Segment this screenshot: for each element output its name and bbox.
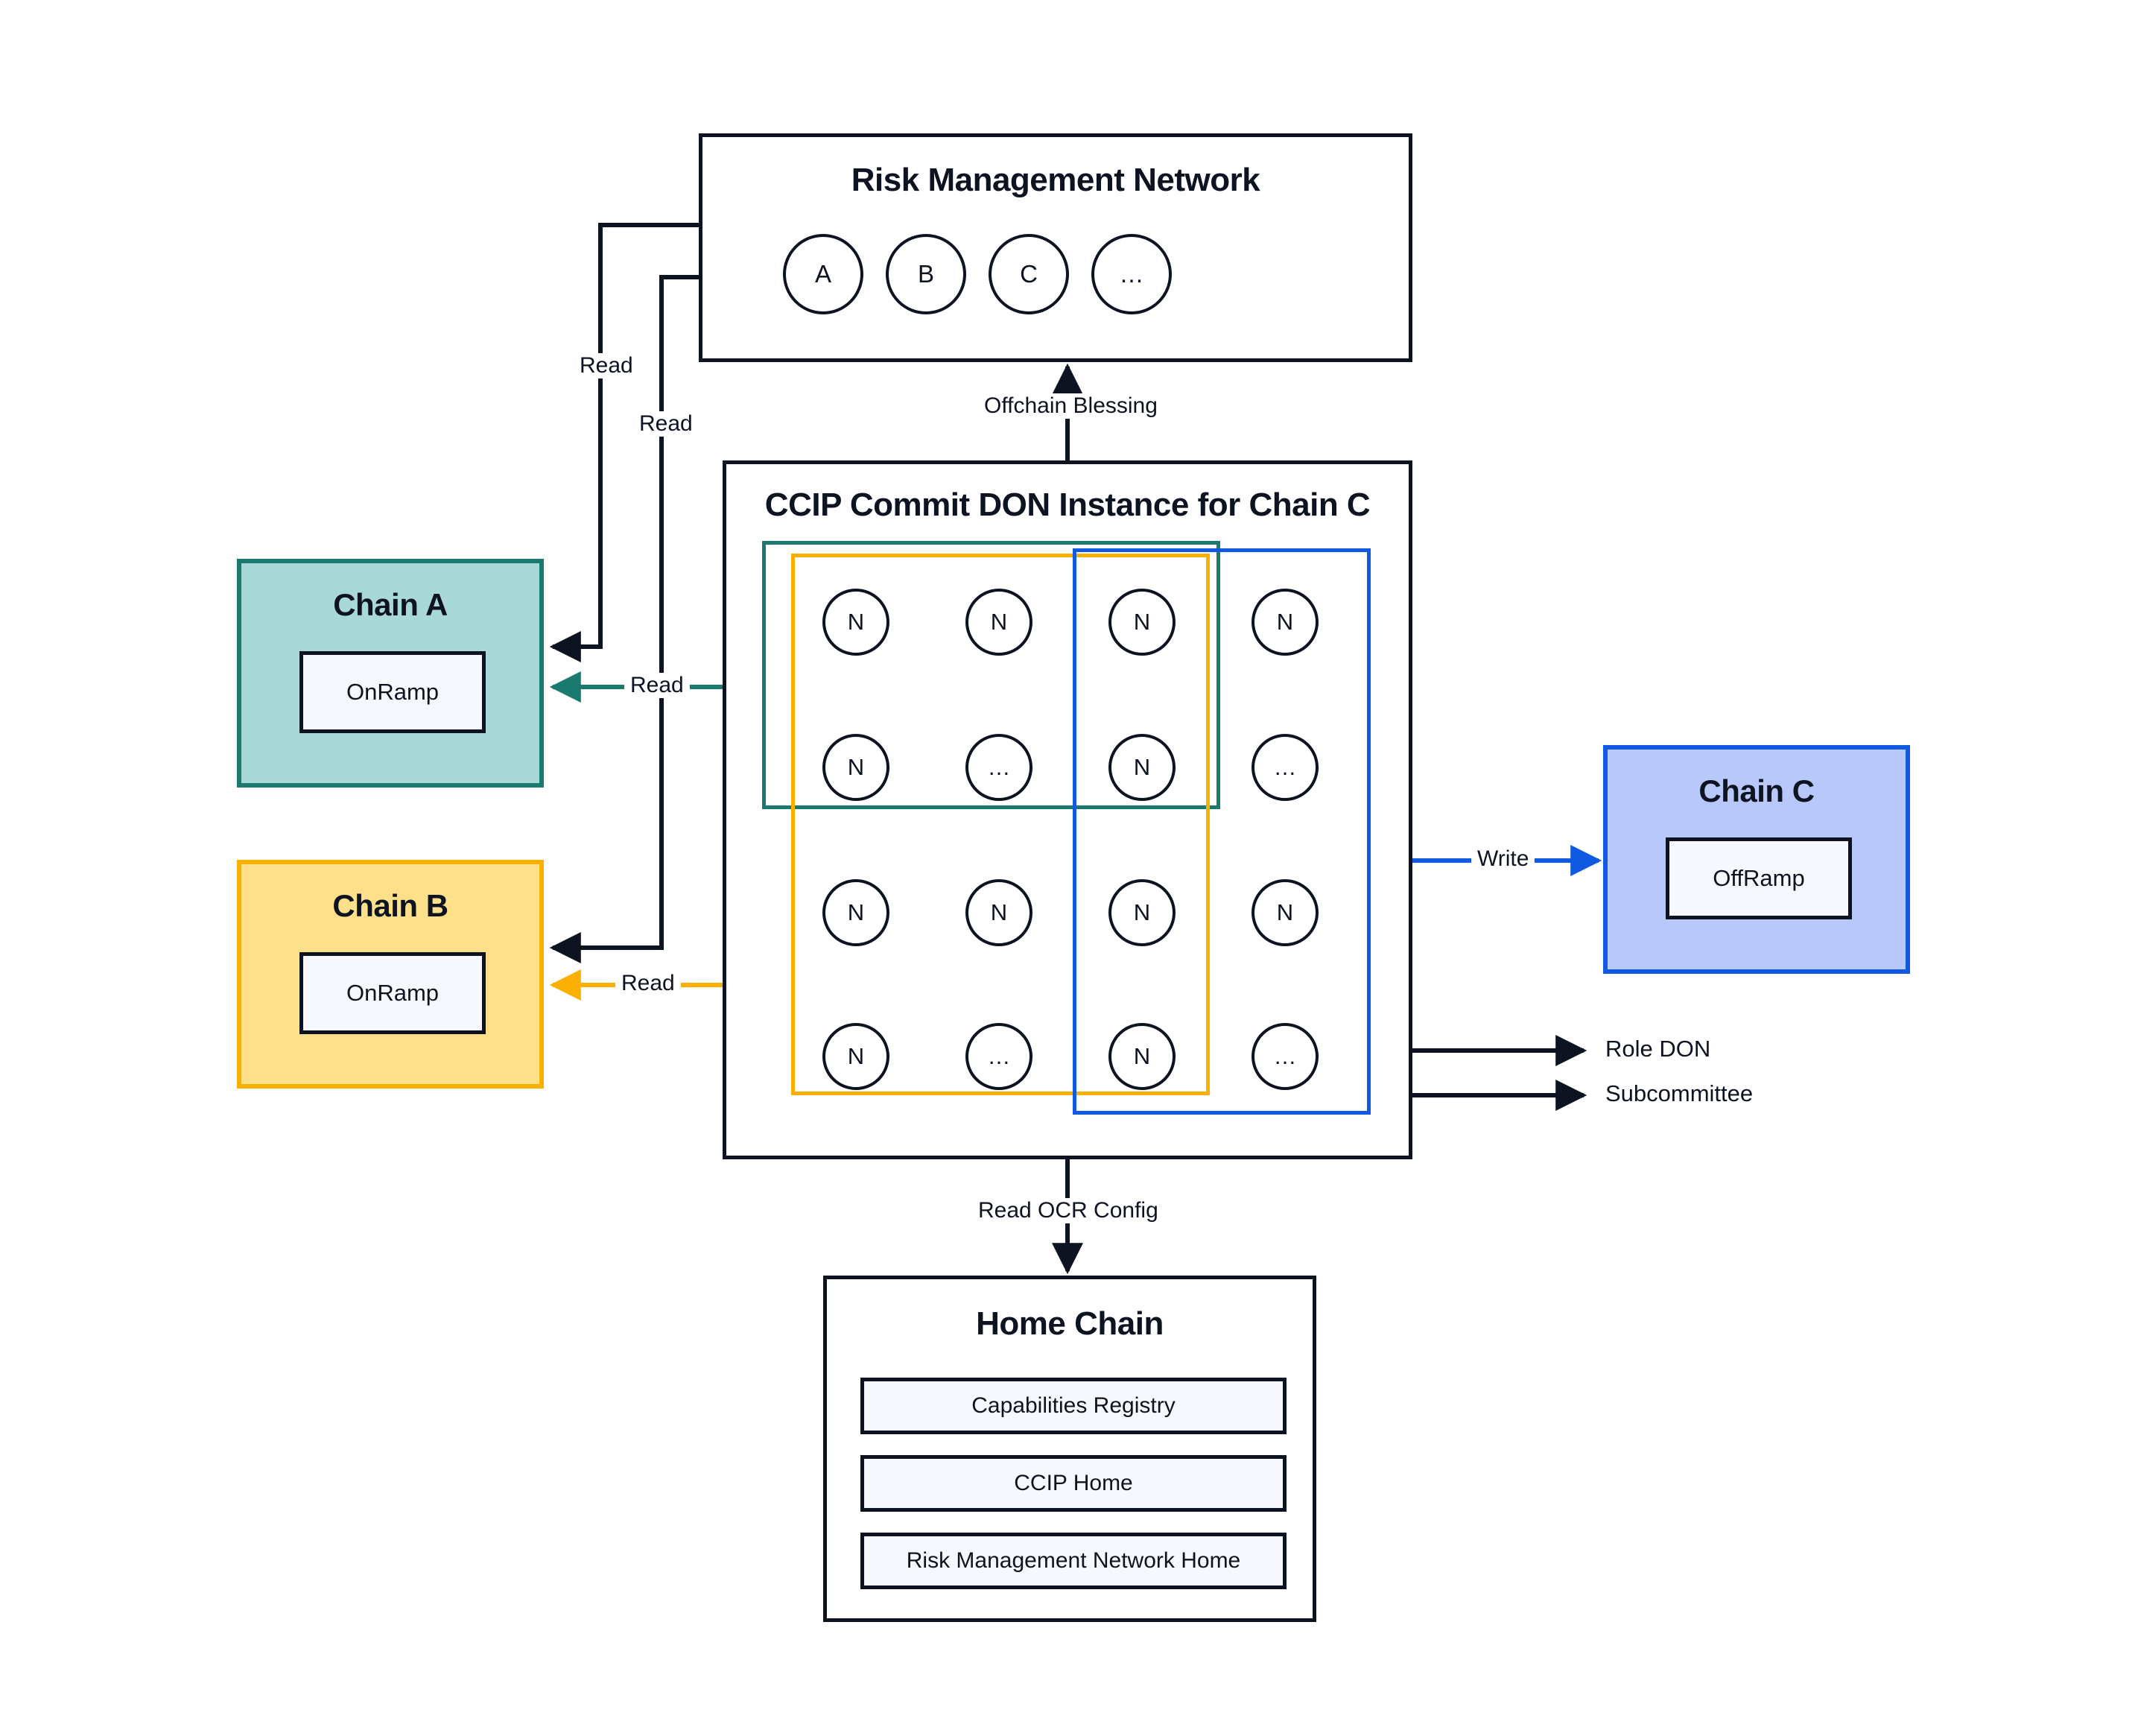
don-node-r1c3: N [1108,589,1176,656]
rmn-node-b: B [886,234,966,314]
chain-b-title: Chain B [332,888,448,923]
don-node-r2c3: N [1108,734,1176,801]
label-read-ocr-config: Read OCR Config [972,1198,1164,1223]
rmn-node-a: A [783,234,863,314]
home-chain-box: Home Chain Capabilities Registry CCIP Ho… [823,1276,1316,1622]
chain-c-box: Chain C OffRamp [1603,745,1910,974]
home-chain-item-ccip-home: CCIP Home [860,1455,1287,1512]
chain-a-box: Chain A OnRamp [237,559,544,788]
don-group-blue [1073,548,1371,1115]
rmn-node-c: C [989,234,1069,314]
home-chain-title: Home Chain [976,1305,1164,1342]
label-don-read-chain-b: Read [615,971,681,996]
don-node-r1c2: N [965,589,1032,656]
don-node-r3c1: N [822,879,889,946]
don-node-r1c1: N [822,589,889,656]
don-node-r4c1: N [822,1023,889,1090]
chain-c-title: Chain C [1698,773,1815,808]
don-node-r2c4: … [1252,734,1319,801]
legend-label-role-don: Role DON [1605,1036,1711,1062]
rmn-node-ellipsis: … [1091,234,1172,314]
label-offchain-blessing: Offchain Blessing [978,393,1164,419]
chain-c-offramp: OffRamp [1666,837,1852,919]
ccip-commit-don-title: CCIP Commit DON Instance for Chain C [764,487,1371,523]
don-node-r2c2: … [965,734,1032,801]
don-node-r3c2: N [965,879,1032,946]
don-group-teal [762,541,1220,809]
home-chain-item-rmn-home: Risk Management Network Home [860,1533,1287,1589]
don-node-r2c1: N [822,734,889,801]
label-don-write-chain-c: Write [1471,846,1535,872]
label-don-read-chain-a: Read [624,673,690,698]
don-node-r3c4: N [1252,879,1319,946]
chain-b-box: Chain B OnRamp [237,860,544,1089]
don-node-r3c3: N [1108,879,1176,946]
don-node-r1c4: N [1252,589,1319,656]
don-node-r4c2: … [965,1023,1032,1090]
label-rmn-read-chain-a: Read [574,353,639,378]
chain-b-onramp: OnRamp [299,952,486,1034]
label-rmn-read-chain-b: Read [633,411,699,437]
don-group-orange [791,554,1210,1095]
don-node-r4c4: … [1252,1023,1319,1090]
chain-a-title: Chain A [333,587,448,622]
legend-label-subcommittee: Subcommittee [1605,1080,1754,1106]
chain-a-onramp: OnRamp [299,651,486,733]
home-chain-item-capabilities-registry: Capabilities Registry [860,1378,1287,1434]
don-node-r4c3: N [1108,1023,1176,1090]
risk-management-network-title: Risk Management Network [851,162,1260,198]
risk-management-network-box: Risk Management Network A B C … [699,133,1412,362]
